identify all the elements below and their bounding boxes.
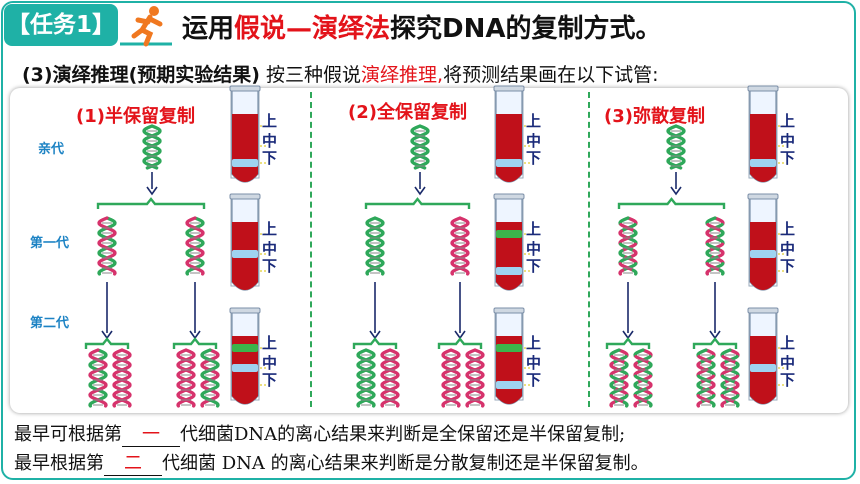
tube-position-label: 中 — [262, 240, 278, 258]
down-arrow — [101, 282, 113, 340]
tube-position-label: 下 — [780, 257, 796, 275]
bracket — [84, 337, 130, 349]
dna-helix — [185, 216, 205, 276]
tube-position-label: 中 — [780, 354, 796, 372]
tube-position-label: 上 — [262, 112, 278, 130]
panel-title-semiconservative: (1)半保留复制 — [76, 106, 195, 127]
down-arrow — [709, 282, 721, 340]
down-arrow — [414, 172, 426, 196]
bracket — [692, 337, 738, 349]
tube-position-label: 中 — [262, 354, 278, 372]
dna-helix — [112, 348, 132, 408]
bracket — [96, 197, 206, 209]
tube-position-label: 下 — [262, 149, 278, 167]
centrifuge-tube — [747, 193, 786, 291]
tube-position-label: 中 — [526, 354, 542, 372]
dna-helix — [380, 348, 400, 408]
dna-helix — [365, 216, 385, 276]
dna-helix — [666, 124, 686, 170]
centrifuge-tube — [493, 85, 532, 183]
dna-helix — [410, 124, 430, 170]
dna-helix — [618, 216, 638, 276]
dna-helix — [450, 216, 470, 276]
dna-helix — [633, 348, 653, 408]
tube-position-label: 中 — [262, 132, 278, 150]
dna-helix — [441, 348, 461, 408]
tube-position-label: 上 — [526, 220, 542, 238]
panel-title-dispersive: (3)弥散复制 — [604, 106, 705, 127]
bracket — [605, 337, 651, 349]
tube-position-label: 中 — [526, 132, 542, 150]
tube-position-label: 下 — [526, 149, 542, 167]
dna-helix — [176, 348, 196, 408]
panel-divider — [588, 92, 590, 407]
bracket — [364, 197, 471, 209]
tube-position-label: 上 — [526, 112, 542, 130]
centrifuge-tube — [493, 193, 532, 291]
down-arrow — [369, 282, 381, 340]
dna-helix — [705, 216, 725, 276]
centrifuge-tube — [493, 307, 532, 405]
bracket — [617, 197, 726, 209]
page-title: 运用假说—演绎法探究DNA的复制方式。 — [182, 14, 662, 44]
tube-position-label: 下 — [780, 149, 796, 167]
tube-position-label: 上 — [262, 334, 278, 352]
task-tag: 【任务1】 — [4, 4, 118, 46]
tube-position-label: 上 — [780, 220, 796, 238]
bottom-line-1: 最早可根据第一代细菌DNA的离心结果来判断是全保留还是半保留复制; — [14, 420, 625, 447]
dna-helix — [88, 348, 108, 408]
dna-helix — [720, 348, 740, 408]
dna-helix — [97, 216, 117, 276]
gen-label-first: 第一代 — [30, 236, 70, 251]
down-arrow — [670, 172, 682, 196]
dna-helix — [142, 124, 162, 170]
dna-helix — [200, 348, 220, 408]
answer-blank-1: 一 — [122, 420, 180, 447]
bracket — [172, 337, 218, 349]
down-arrow — [189, 282, 201, 340]
tube-position-label: 下 — [780, 371, 796, 389]
dna-helix — [696, 348, 716, 408]
tube-position-label: 下 — [526, 257, 542, 275]
centrifuge-tube — [747, 85, 786, 183]
down-arrow — [622, 282, 634, 340]
panel-title-conservative: (2)全保留复制 — [348, 102, 467, 123]
bottom-line-2: 最早根据第二代细菌 DNA 的离心结果来判断是分散复制还是半保留复制。 — [14, 449, 649, 476]
tube-position-label: 上 — [526, 334, 542, 352]
gen-label-second: 第二代 — [30, 316, 70, 331]
centrifuge-tube — [229, 193, 268, 291]
tube-position-label: 下 — [526, 371, 542, 389]
tube-position-label: 下 — [262, 257, 278, 275]
tube-position-label: 下 — [262, 371, 278, 389]
down-arrow — [146, 172, 158, 196]
bracket — [352, 337, 398, 349]
tube-position-label: 中 — [780, 240, 796, 258]
runner-icon — [120, 6, 172, 47]
answer-blank-2: 二 — [104, 449, 162, 476]
tube-position-label: 中 — [526, 240, 542, 258]
dna-helix — [609, 348, 629, 408]
tube-position-label: 上 — [262, 220, 278, 238]
panel-divider — [310, 92, 312, 407]
subtitle: (3)演绎推理(预期实验结果) 按三种假说演绎推理,将预测结果画在以下试管: — [22, 64, 659, 86]
centrifuge-tube — [229, 307, 268, 405]
tube-position-label: 上 — [780, 334, 796, 352]
dna-helix — [356, 348, 376, 408]
centrifuge-tube — [229, 85, 268, 183]
down-arrow — [454, 282, 466, 340]
bracket — [437, 337, 483, 349]
dna-helix — [465, 348, 485, 408]
gen-label-parent: 亲代 — [38, 142, 65, 157]
centrifuge-tube — [747, 307, 786, 405]
tube-position-label: 中 — [780, 132, 796, 150]
tube-position-label: 上 — [780, 112, 796, 130]
